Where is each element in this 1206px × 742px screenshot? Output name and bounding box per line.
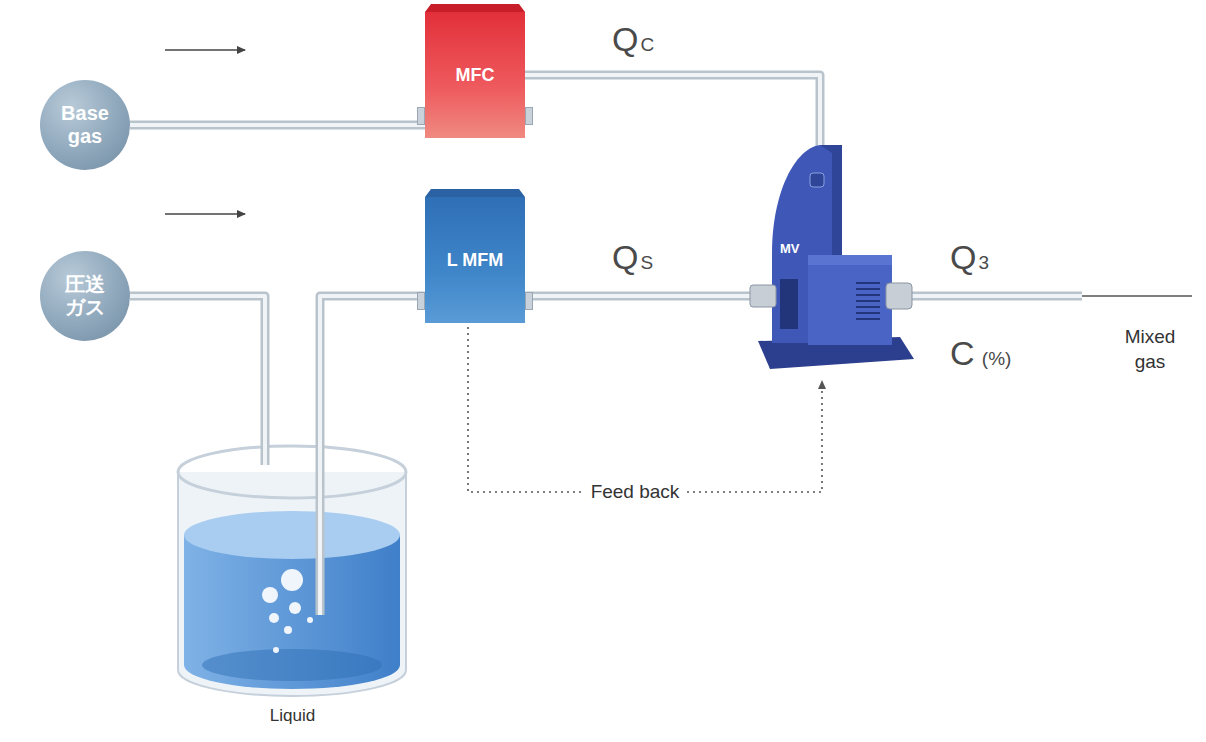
mass-flow-controller: MFC: [425, 12, 525, 138]
gas-source-circle: Base gas: [40, 80, 130, 170]
gas-pipe: [525, 296, 750, 297]
outlet-line: [1082, 295, 1192, 297]
node-label: Base gas: [57, 102, 113, 148]
gas-pipe: [130, 125, 425, 126]
pipe-fitting: [525, 292, 533, 310]
outlet-pipe: [912, 292, 1082, 301]
flow-symbol: C (%): [950, 334, 1011, 373]
gas-pipe: [130, 296, 265, 440]
flow-symbol: QS: [612, 238, 653, 277]
gas-pipe: [525, 75, 820, 183]
device-top: [425, 4, 525, 12]
node-label: Liquid: [170, 706, 415, 726]
node-label: L MFM: [447, 250, 504, 271]
pipe-fitting: [417, 292, 425, 310]
valve-illustration: [750, 183, 915, 378]
pipe-fitting: [525, 107, 533, 125]
flow-symbol: Q3: [950, 238, 989, 277]
outlet-pipe-core: [912, 294, 1082, 298]
gas-source-circle: 圧送ガス: [40, 251, 130, 341]
liquid-tank: Liquid: [170, 440, 415, 740]
flow-arrow: [165, 213, 245, 215]
flow-symbol: QC: [612, 20, 654, 59]
gas-pipe: [320, 296, 425, 440]
pipe-fitting: [417, 107, 425, 125]
liquid-mass-flow-meter: L MFM: [425, 197, 525, 323]
device-top: [425, 189, 525, 197]
tank-illustration: [170, 440, 415, 740]
node-label: MV: [780, 241, 800, 256]
edge-label: Feed back: [583, 481, 688, 503]
flow-arrow: [165, 49, 245, 51]
mixing-valve: MV: [750, 183, 915, 378]
node-label: 圧送ガス: [57, 273, 113, 319]
outlet-label: Mixed gas: [1110, 325, 1190, 374]
node-label: MFC: [456, 65, 495, 86]
